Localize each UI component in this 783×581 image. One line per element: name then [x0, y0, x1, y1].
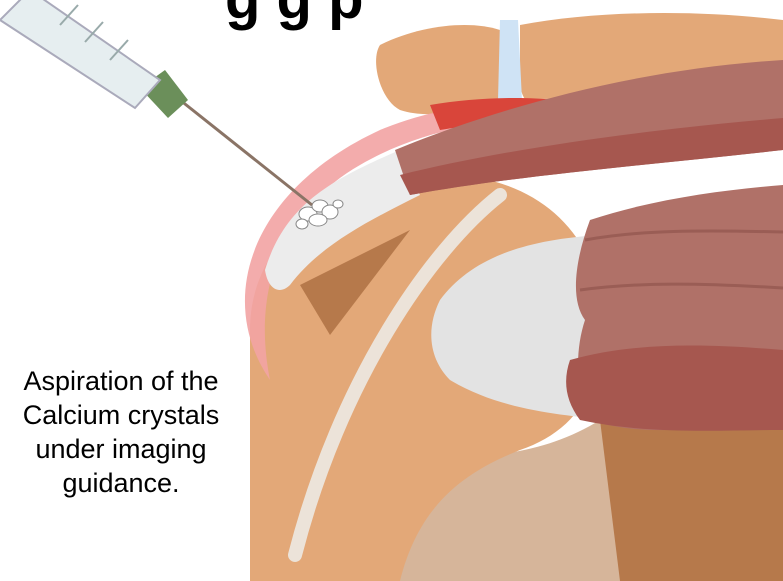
syringe-needle — [180, 100, 312, 205]
caption-line-4: guidance. — [0, 466, 242, 500]
caption-line-3: under imaging — [0, 432, 242, 466]
figure-title-fragment: g g p — [225, 0, 783, 31]
muscle-dark-lower — [566, 346, 783, 431]
figure-caption: Aspiration of the Calcium crystals under… — [0, 364, 242, 500]
caption-line-2: Calcium crystals — [0, 398, 242, 432]
syringe-barrel — [0, 0, 160, 108]
caption-line-1: Aspiration of the — [0, 364, 242, 398]
ac-joint-space — [498, 20, 522, 108]
